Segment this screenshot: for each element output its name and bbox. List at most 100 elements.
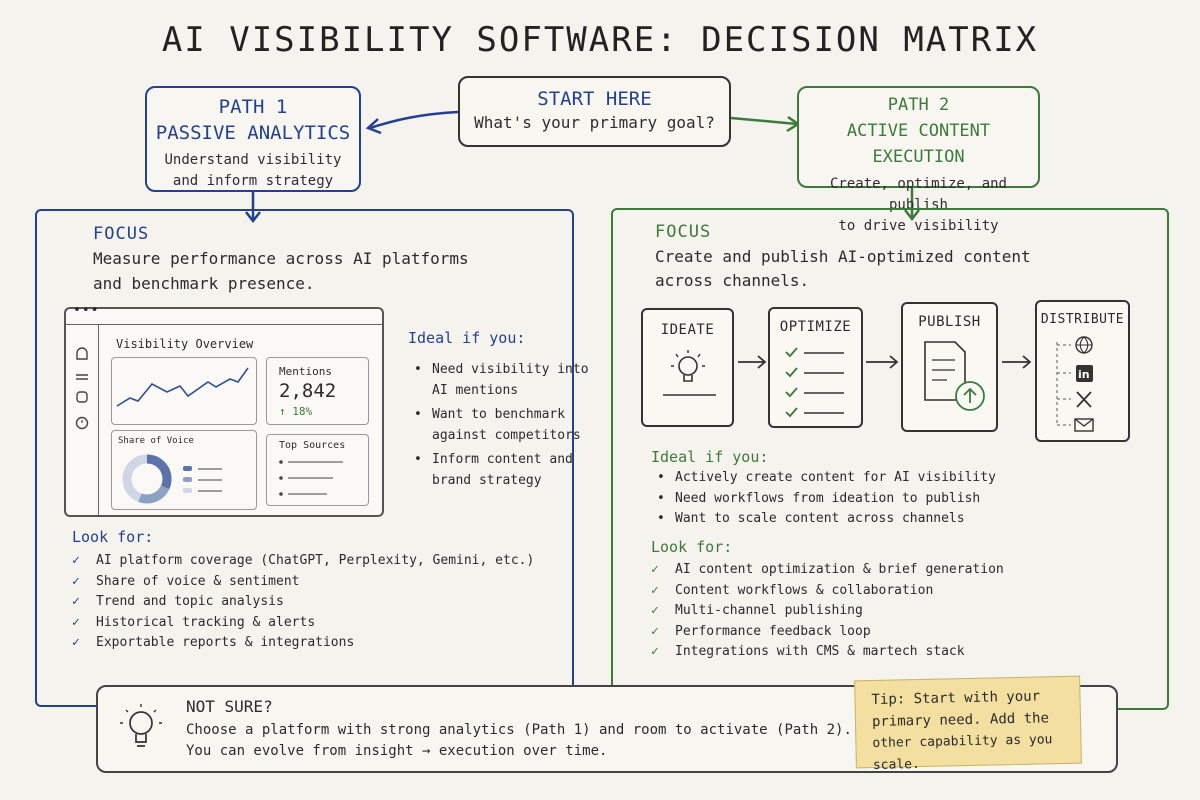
list-item: ✓Trend and topic analysis <box>72 592 534 613</box>
dashboard-mockup: ••• Visibility Overview Mentions 2,842 ↑… <box>64 303 384 517</box>
bell-icon <box>76 347 88 360</box>
list-item: •Actively create content for AI visibili… <box>657 470 996 485</box>
sidebar-icons <box>75 347 89 430</box>
path2-focus-label: FOCUS <box>655 222 712 242</box>
sources-list-icon <box>279 460 343 496</box>
path1-focus-line2: and benchmark presence. <box>93 274 315 293</box>
path2-node: PATH 2 ACTIVE CONTENT EXECUTION Create, … <box>797 86 1040 234</box>
not-sure-title: NOT SURE? <box>186 697 273 716</box>
check-icon: ✓ <box>651 562 659 577</box>
list-item: ✓Multi-channel publishing <box>651 601 1004 622</box>
list-item: •Need workflows from ideation to publish <box>657 490 981 506</box>
path1-focus-line1: Measure performance across AI platforms <box>93 249 469 268</box>
x-icon <box>1076 391 1092 408</box>
path2-label: PATH 2 <box>887 95 950 115</box>
path1-look-label: Look for: <box>72 528 154 546</box>
step-publish: PUBLISH <box>901 302 998 432</box>
path2-look-list: ✓AI content optimization & brief generat… <box>651 560 1004 663</box>
path1-focus-label: FOCUS <box>93 224 150 244</box>
tip-note: Tip: Start with your primary need. Add t… <box>854 675 1082 773</box>
path1-look-list: ✓AI platform coverage (ChatGPT, Perplexi… <box>72 551 534 654</box>
lightbulb-icon <box>663 350 716 396</box>
path2-desc-line2: to drive visibility <box>838 218 999 234</box>
check-icon: ✓ <box>651 582 659 598</box>
check-icon: ✓ <box>651 644 659 659</box>
check-icon: ✓ <box>72 594 80 609</box>
checklist-icon <box>785 347 844 418</box>
check-icon: ✓ <box>651 623 659 639</box>
menu-icon <box>76 374 88 380</box>
path1-ideal-label: Ideal if you: <box>408 329 526 347</box>
svg-text:in: in <box>1078 368 1090 381</box>
check-icon: ✓ <box>72 614 80 630</box>
list-item: ✓Historical tracking & alerts <box>72 613 534 634</box>
mentions-value: 2,842 <box>279 380 337 402</box>
list-item: ✓Content workflows & collaboration <box>651 581 1004 602</box>
path2-look-label: Look for: <box>651 538 733 556</box>
start-title: START HERE <box>537 88 652 110</box>
not-sure-line2: You can evolve from insight → execution … <box>186 743 608 759</box>
check-icon: ✓ <box>72 635 80 650</box>
step-distribute: DISTRIBUTE in <box>1035 300 1130 442</box>
dashboard-titlebar: ••• <box>66 303 382 325</box>
path1-label: PATH 1 <box>218 96 288 118</box>
step-label: PUBLISH <box>918 314 981 330</box>
donut-chart-icon <box>122 454 222 504</box>
share-of-voice-label: Share of Voice <box>118 436 194 446</box>
start-node: START HERE What's your primary goal? <box>458 76 731 147</box>
top-sources-card: Top Sources <box>266 434 369 506</box>
top-sources-label: Top Sources <box>279 440 346 451</box>
step-arrows <box>738 355 1032 369</box>
path2-focus-line1: Create and publish AI-optimized content <box>655 247 1031 266</box>
path2-ideal-list: •Actively create content for AI visibili… <box>651 468 996 530</box>
distribute-channels-icon: in <box>1056 336 1094 432</box>
list-item: ✓AI platform coverage (ChatGPT, Perplexi… <box>72 551 534 572</box>
window-dots-icon: ••• <box>73 303 100 318</box>
start-question: What's your primary goal? <box>474 113 715 132</box>
list-item: •Want to scale content across channels <box>657 511 965 526</box>
check-icon: ✓ <box>72 573 80 589</box>
globe-icon <box>1075 336 1093 354</box>
linkedin-icon: in <box>1076 365 1093 382</box>
path1-desc-line2: and inform strategy <box>172 173 334 189</box>
mail-icon <box>1074 418 1094 432</box>
path2-focus-line2: across channels. <box>655 271 810 290</box>
list-item: ✓Exportable reports & integrations <box>72 633 534 654</box>
lightbulb-icon <box>120 704 162 747</box>
step-ideate: IDEATE <box>641 308 734 427</box>
visibility-chart <box>111 357 257 425</box>
dashboard-sidebar <box>66 325 99 515</box>
mentions-label: Mentions <box>279 365 332 378</box>
path2-name: ACTIVE CONTENT EXECUTION <box>846 121 991 167</box>
not-sure-line1: Choose a platform with strong analytics … <box>186 722 852 738</box>
tip-line3: other capability as you scale. <box>872 732 1053 773</box>
list-item: ✓Share of voice & sentiment <box>72 572 534 593</box>
list-item: ✓AI content optimization & brief generat… <box>651 560 1004 581</box>
box-icon <box>76 391 88 403</box>
page-title: AI VISIBILITY SOFTWARE: DECISION MATRIX <box>161 20 1039 60</box>
step-optimize: OPTIMIZE <box>768 307 863 428</box>
share-of-voice-card: Share of Voice <box>111 430 257 510</box>
dashboard-title: Visibility Overview <box>116 337 254 351</box>
check-icon: ✓ <box>651 603 659 618</box>
publish-document-icon <box>924 341 985 411</box>
mentions-change: ↑ 18% <box>279 405 313 418</box>
clock-icon <box>75 416 89 430</box>
step-label: OPTIMIZE <box>779 319 852 335</box>
path1-desc-line1: Understand visibility <box>164 152 342 168</box>
step-label: DISTRIBUTE <box>1040 312 1125 327</box>
trend-line <box>116 367 249 407</box>
check-icon: ✓ <box>72 553 80 568</box>
path2-ideal-label: Ideal if you: <box>651 448 769 466</box>
path1-name: PASSIVE ANALYTICS <box>155 122 351 144</box>
list-item: ✓Integrations with CMS & martech stack <box>651 642 1004 663</box>
list-item: ✓Performance feedback loop <box>651 622 1004 643</box>
step-label: IDEATE <box>660 322 715 338</box>
mentions-card: Mentions 2,842 ↑ 18% <box>266 357 369 425</box>
path1-node: PATH 1 PASSIVE ANALYTICS Understand visi… <box>145 86 361 192</box>
